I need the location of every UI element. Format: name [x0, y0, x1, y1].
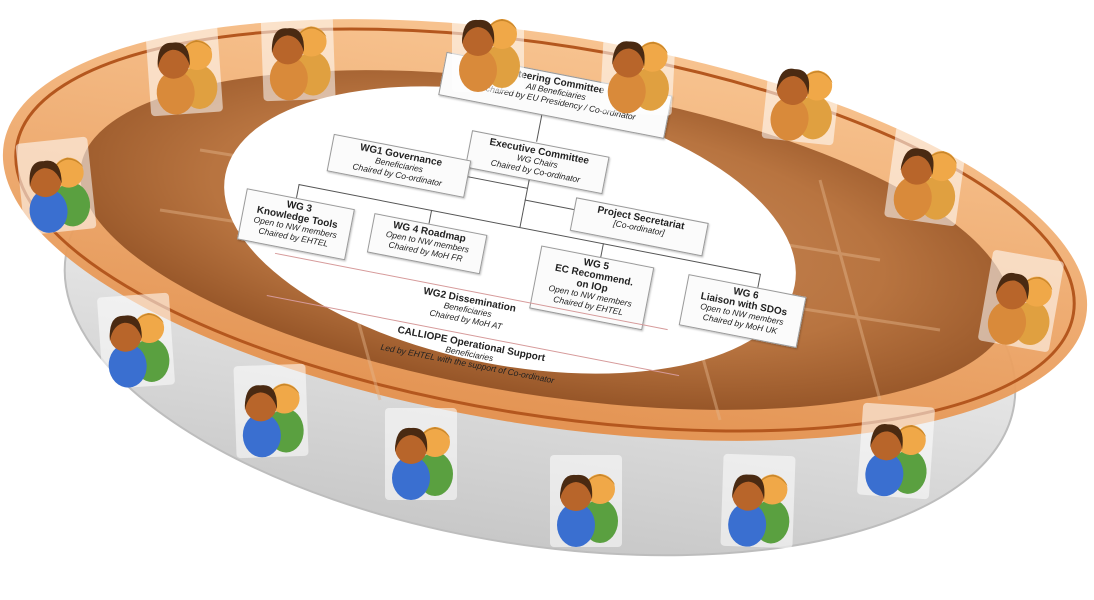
wg3-knowledge-tools: WG 3 Knowledge Tools Open to NW members …: [236, 188, 355, 261]
wg4-roadmap: WG 4 Roadmap Open to NW members Chaired …: [366, 213, 488, 275]
people-pair-icon: [452, 0, 524, 92]
people-pair-icon: [144, 19, 224, 117]
people-pair-icon: [385, 408, 457, 500]
people-pair-icon: [96, 292, 176, 390]
people-pair-icon: [720, 453, 796, 549]
people-pair-icon: [977, 249, 1065, 353]
people-pair-icon: [550, 455, 622, 547]
people-pair-icon: [761, 46, 843, 146]
wg1-governance: WG1 Governance Beneficiaries Chaired by …: [326, 133, 472, 198]
people-pair-icon: [260, 6, 336, 102]
project-secretariat: Project Secretariat [Co-ordinator]: [569, 197, 709, 257]
people-pair-icon: [883, 125, 969, 227]
people-pair-icon: [15, 136, 97, 236]
people-pair-icon: [856, 402, 936, 500]
wg6-liaison: WG 6 Liaison with SDOs Open to NW member…: [678, 274, 807, 349]
people-pair-icon: [233, 363, 309, 459]
people-pair-icon: [599, 20, 677, 116]
